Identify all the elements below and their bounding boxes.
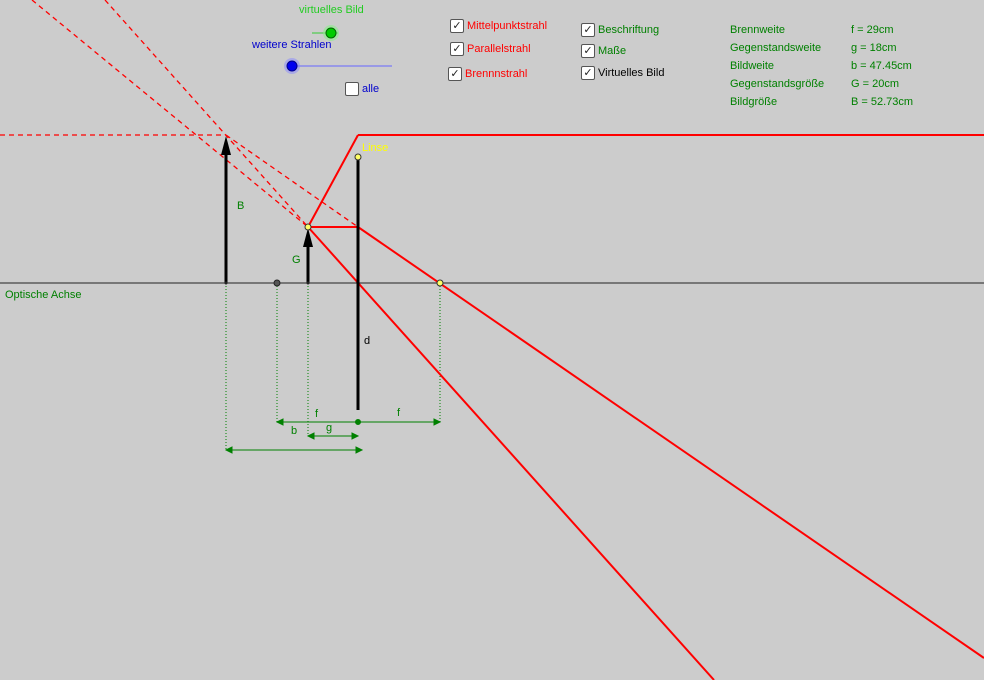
checkbox-label: Mittelpunktstrahl <box>467 20 548 32</box>
checkbox-beschriftung[interactable]: ✓ Beschriftung <box>581 23 659 37</box>
focal-point-left[interactable] <box>273 279 281 287</box>
virtual-slider-label: virtuelles Bild <box>299 4 364 16</box>
info-value: G = 20cm <box>851 78 899 90</box>
checkbox-label: Beschriftung <box>598 24 660 36</box>
rays-slider-knob <box>286 60 298 72</box>
info-label: Bildweite <box>730 60 775 72</box>
rays-slider-label: weitere Strahlen <box>252 39 332 51</box>
virtual-rays <box>0 0 359 228</box>
info-values: f = 29cm g = 18cm b = 47.45cm G = 20cm B… <box>851 21 913 111</box>
parallel-ray-out <box>357 226 984 659</box>
object-arrow <box>303 228 313 283</box>
checkbox-label: Parallelstrahl <box>467 43 531 55</box>
alle-checkbox-box[interactable] <box>345 82 359 96</box>
g-label: g <box>326 422 332 434</box>
real-rays <box>307 134 984 680</box>
info-label: Brennweite <box>730 24 786 36</box>
rays-slider[interactable] <box>284 58 392 74</box>
info-value: g = 18cm <box>851 42 897 54</box>
f-label-left: f <box>315 408 319 420</box>
f-label-right: f <box>397 407 401 419</box>
checkbox-label: Virtuelles Bild <box>598 67 665 79</box>
alle-label: alle <box>362 83 380 95</box>
object-label: G <box>292 254 301 266</box>
checkbox-box[interactable]: ✓ <box>450 42 464 56</box>
axis-label: Optische Achse <box>5 289 81 301</box>
virtual-image-slider[interactable] <box>312 25 339 41</box>
center-ray <box>307 226 715 680</box>
info-label: Bildgröße <box>730 96 778 108</box>
checkbox-parallelstrahl[interactable]: ✓ Parallelstrahl <box>450 42 531 56</box>
dimension-guides <box>225 283 441 450</box>
virtual-slider-knob <box>325 27 337 39</box>
image-label: B <box>237 200 244 212</box>
focal-point-right[interactable] <box>436 279 444 287</box>
checkbox-box[interactable]: ✓ <box>448 67 462 81</box>
dimension-lines <box>224 418 442 454</box>
lens-top-point[interactable] <box>354 153 362 161</box>
b-label: b <box>291 425 297 437</box>
info-labels: Brennweite Gegenstandsweite Bildweite Ge… <box>730 21 824 111</box>
checkbox-masse[interactable]: ✓ Maße <box>581 44 626 58</box>
info-value: B = 52.73cm <box>851 96 914 108</box>
info-value: b = 47.45cm <box>851 60 912 72</box>
alle-checkbox[interactable]: alle <box>345 82 379 96</box>
image-arrow <box>221 136 231 283</box>
checkbox-box[interactable]: ✓ <box>581 66 595 80</box>
focal-ray-in <box>307 134 359 228</box>
info-label: Gegenstandsweite <box>730 42 822 54</box>
checkbox-virtuelles-bild[interactable]: ✓ Virtuelles Bild <box>581 66 664 80</box>
checkbox-label: Maße <box>598 45 627 57</box>
checkbox-box[interactable]: ✓ <box>581 44 595 58</box>
checkbox-label: Brennnstrahl <box>465 68 528 80</box>
checkbox-mittelpunktstrahl[interactable]: ✓ Mittelpunktstrahl <box>450 19 547 33</box>
d-label: d <box>364 335 370 347</box>
checkbox-box[interactable]: ✓ <box>450 19 464 33</box>
lens-label: Linse <box>362 142 388 154</box>
info-value: f = 29cm <box>851 24 894 36</box>
object-tip-point[interactable] <box>304 223 312 231</box>
checkbox-box[interactable]: ✓ <box>581 23 595 37</box>
checkbox-brennstrahl[interactable]: ✓ Brennnstrahl <box>448 67 527 81</box>
info-label: Gegenstandsgröße <box>730 78 825 90</box>
